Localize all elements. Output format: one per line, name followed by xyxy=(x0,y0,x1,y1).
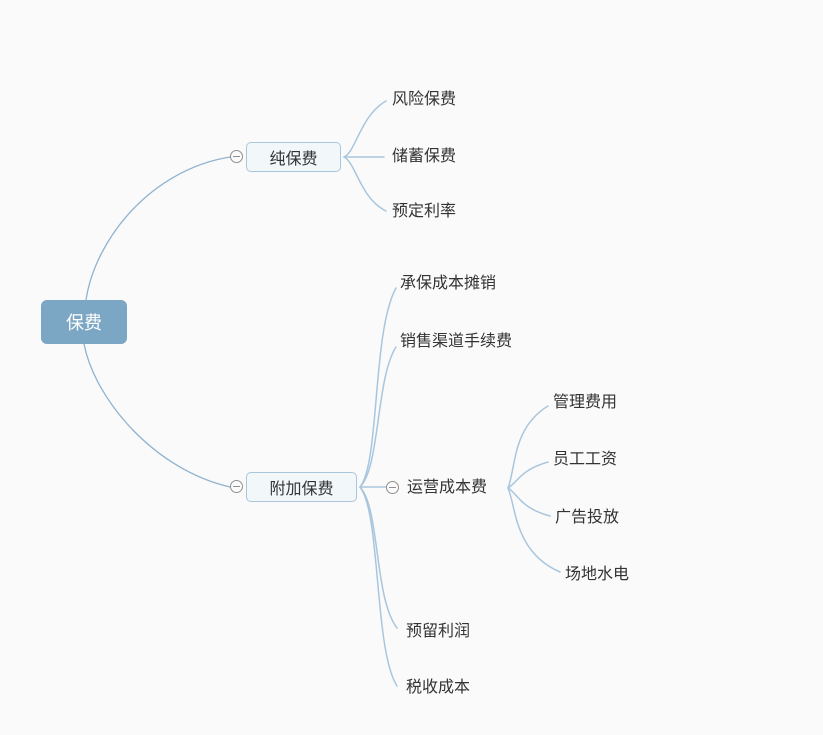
edge-ops-to-management xyxy=(507,405,549,489)
branch-node-pure-premium[interactable]: 纯保费 xyxy=(246,142,341,172)
collapse-minus-icon-pure-premium[interactable] xyxy=(230,150,243,163)
leaf-node-underwriting-cost-amortization[interactable]: 承保成本摊销 xyxy=(400,275,497,292)
collapse-minus-icon-additional-premium[interactable] xyxy=(230,480,243,493)
edge-add-to-tax xyxy=(359,486,398,687)
leaf-node-savings-premium[interactable]: 储蓄保费 xyxy=(392,148,457,165)
minus-glyph xyxy=(233,486,240,487)
edge-add-to-underwriting xyxy=(359,287,397,488)
leaf-node-risk-premium[interactable]: 风险保费 xyxy=(392,91,457,108)
minus-glyph xyxy=(233,156,240,157)
branch-node-additional-premium[interactable]: 附加保费 xyxy=(246,472,357,502)
leaf-node-sales-channel-fee[interactable]: 销售渠道手续费 xyxy=(400,333,513,350)
leaf-node-management-expense[interactable]: 管理费用 xyxy=(553,394,618,411)
leaf-node-tax-cost[interactable]: 税收成本 xyxy=(406,679,471,696)
edge-root-to-pure-premium xyxy=(85,156,231,301)
edge-pure-to-risk xyxy=(343,100,387,158)
leaf-node-advertising[interactable]: 广告投放 xyxy=(555,509,620,526)
edge-ops-to-ads xyxy=(507,487,551,517)
edge-add-to-profit xyxy=(359,486,398,629)
edge-ops-to-venue xyxy=(507,487,561,573)
leaf-node-assumed-interest-rate[interactable]: 预定利率 xyxy=(392,203,457,220)
edge-ops-to-salary xyxy=(507,461,549,489)
leaf-node-staff-salary[interactable]: 员工工资 xyxy=(553,451,618,468)
branch-node-operating-cost[interactable]: 运营成本费 xyxy=(407,479,488,496)
leaf-node-reserved-profit[interactable]: 预留利润 xyxy=(406,623,471,640)
collapse-minus-icon-operating-cost[interactable] xyxy=(386,481,399,494)
minus-glyph xyxy=(389,487,396,488)
edge-pure-to-interest xyxy=(343,156,387,212)
root-node-premium[interactable]: 保费 xyxy=(41,300,127,344)
leaf-node-venue-utilities[interactable]: 场地水电 xyxy=(565,566,630,583)
edge-add-to-channel xyxy=(359,346,397,488)
edge-root-to-additional-premium xyxy=(83,343,231,488)
